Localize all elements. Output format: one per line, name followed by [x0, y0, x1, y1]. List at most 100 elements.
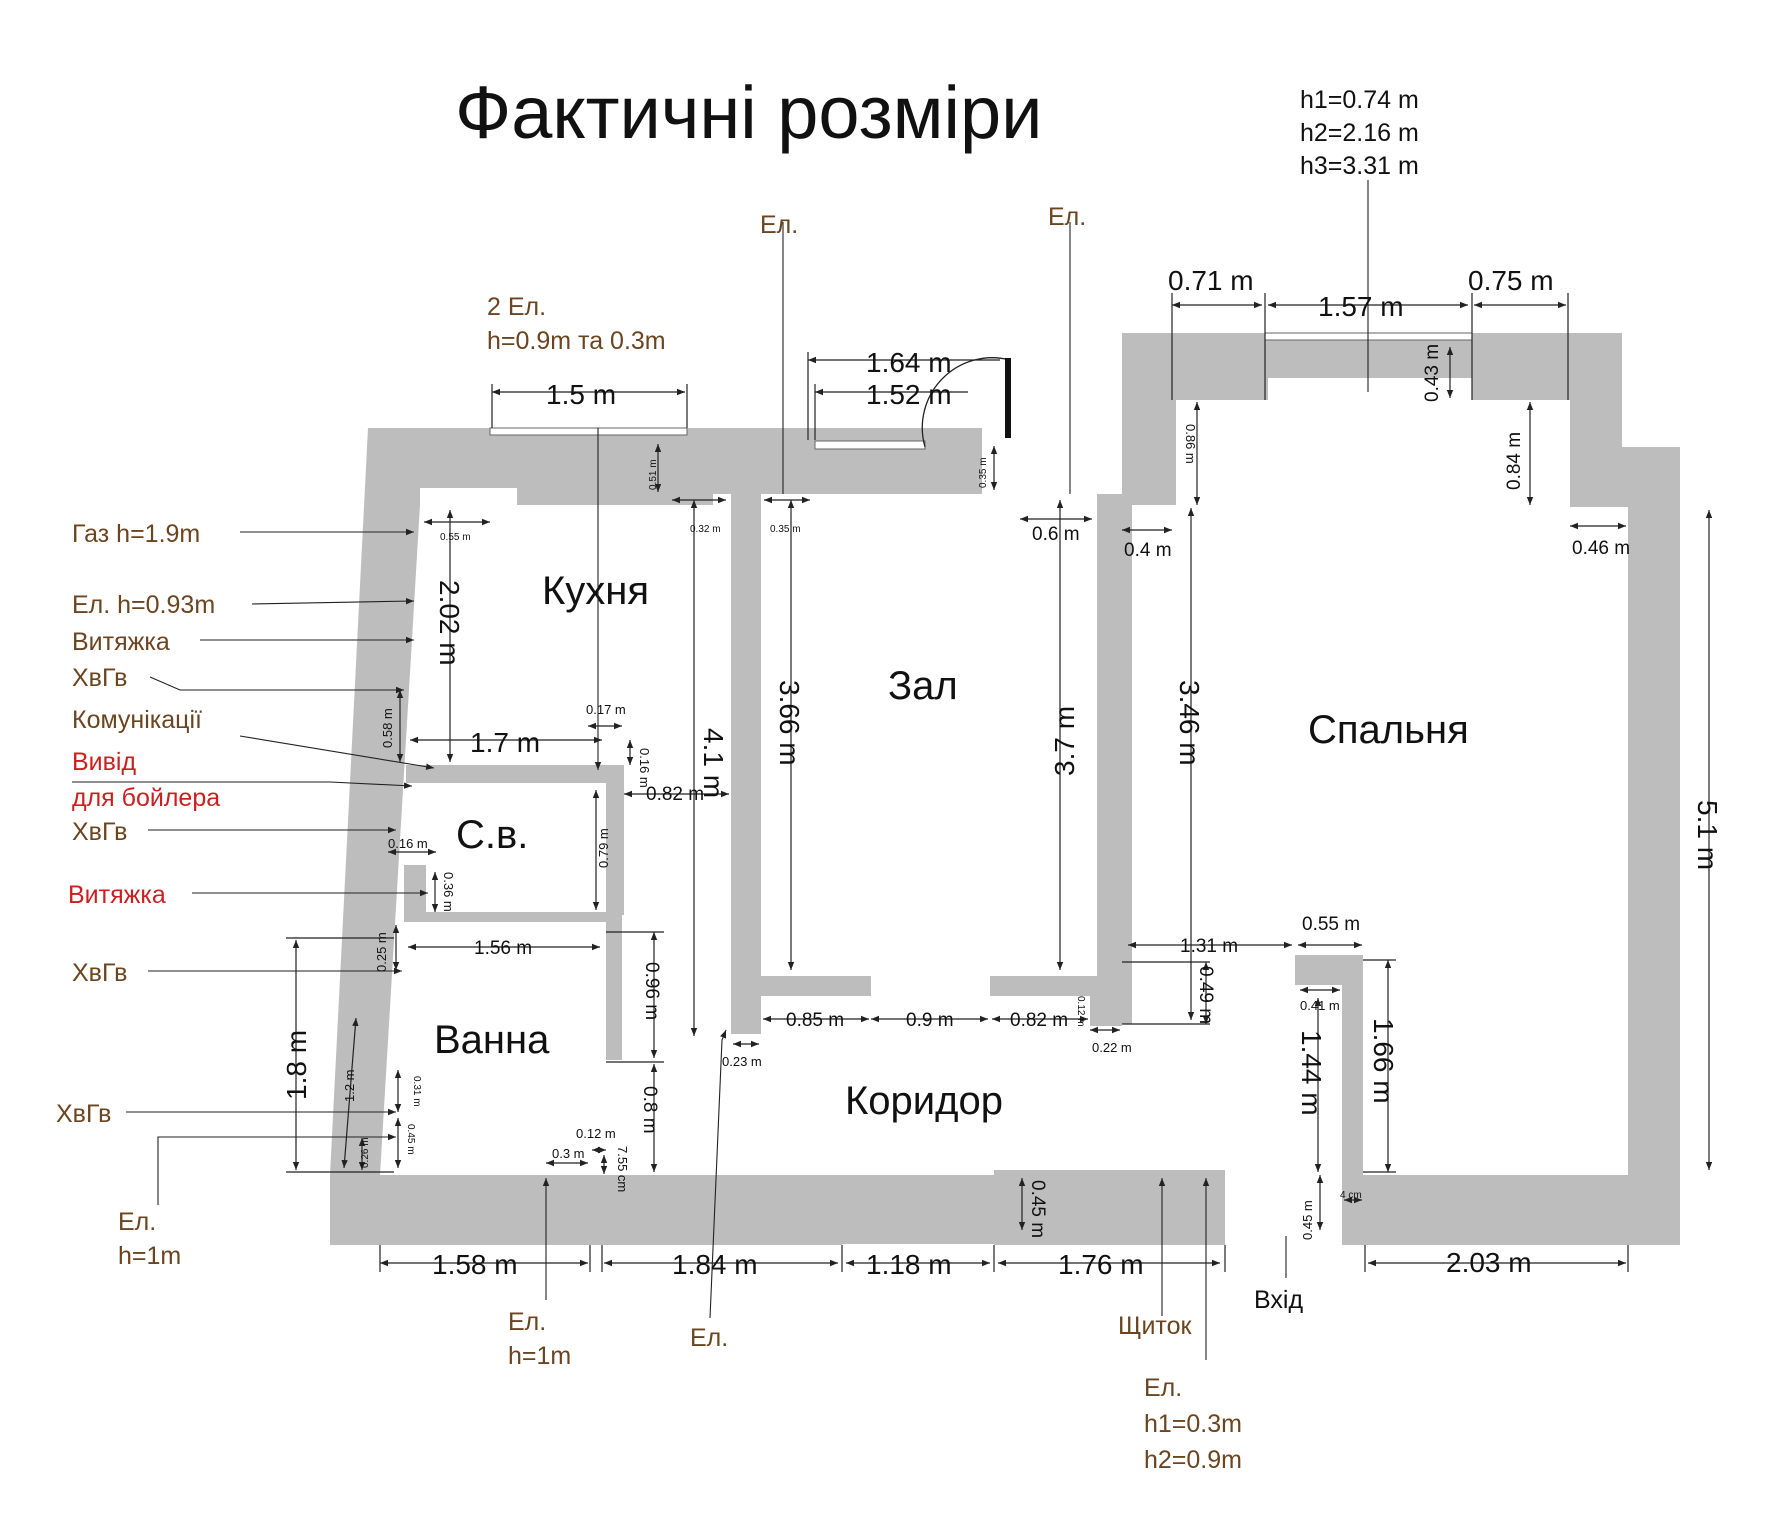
note-el-1m-left: Ел.: [118, 1208, 156, 1236]
wall-hall-bottom-stub: [1090, 996, 1122, 1026]
dimension-lines: [286, 180, 1713, 1272]
dim-label: 0.31 m: [411, 1076, 422, 1107]
dim-label: 1.64 m: [866, 347, 952, 378]
dim-label: 3.7 m: [1049, 706, 1080, 776]
dim-label: 0.75 m: [1468, 265, 1554, 296]
note-hood-kitchen: Витяжка: [72, 628, 170, 656]
room-kitchen: Кухня: [542, 569, 649, 613]
dim-label: 4 cm: [1340, 1190, 1362, 1201]
dim-label: 0.41 m: [1300, 998, 1340, 1013]
dim-label: 0.82 m: [1010, 1010, 1068, 1031]
wall-wc-niche: [404, 865, 426, 915]
dimension-labels: 0.71 m 1.57 m 0.75 m 0.43 m 1.64 m 1.52 …: [281, 265, 1723, 1280]
dim-label: 1.66 m: [1368, 1018, 1399, 1104]
note-entrance: Вхід: [1254, 1286, 1303, 1314]
dim-label: 0.22 m: [1092, 1040, 1132, 1055]
dim-label: 4.1 m: [698, 728, 729, 798]
dim-label: 0.35 m: [770, 524, 801, 535]
window-hall: [814, 440, 926, 450]
note-panel: Щиток: [1118, 1312, 1192, 1340]
wall-bedroom-bottom: [1342, 1175, 1680, 1245]
wall-west-slanted: [330, 428, 420, 1175]
dim-label: 1.2 m: [342, 1069, 357, 1102]
note-hvgv-wc: ХвГв: [72, 818, 127, 846]
dim-label: 0.58 m: [380, 708, 395, 748]
dim-label: 0.3 m: [552, 1146, 585, 1161]
dim-label: 0.12 m: [576, 1126, 616, 1141]
dim-label: 0.9 m: [906, 1010, 954, 1031]
note-el-1m-left-height: h=1m: [118, 1242, 181, 1270]
annotation-leaders: [72, 528, 1287, 1360]
dim-label: 3.46 m: [1174, 680, 1205, 766]
dim-label: 0.45 m: [1027, 1180, 1048, 1238]
note-el-bottom-right-h2: h2=0.9m: [1144, 1446, 1242, 1474]
note-el-top-right: Ел.: [1048, 203, 1086, 231]
dim-label: 0.55 m: [1302, 914, 1360, 935]
note-el-bottom-right-h1: h1=0.3m: [1144, 1410, 1242, 1438]
dim-label: 0.8 m: [639, 1086, 660, 1134]
dim-label: 1.57 m: [1318, 291, 1404, 322]
dim-label: 1.56 m: [474, 938, 532, 959]
dim-label: 1.31 m: [1180, 936, 1238, 957]
dim-label: 1.58 m: [432, 1249, 518, 1280]
dim-label: 1.5 m: [546, 379, 616, 410]
wall-bath-right: [606, 912, 622, 1060]
note-el-1m-bottom: Ел.: [508, 1308, 546, 1336]
note-two-el-heights: h=0.9m та 0.3m: [487, 327, 666, 355]
wall-hall-bottom-right: [990, 976, 1097, 996]
wall-bottom-left-lower: [330, 1175, 842, 1245]
note-el-093: Ел. h=0.93m: [72, 591, 215, 619]
room-wc: С.в.: [456, 813, 528, 857]
dim-label: 0.79 m: [596, 828, 611, 868]
dim-label: 0.4 m: [1124, 540, 1172, 561]
dim-label: 0.45 m: [1300, 1200, 1315, 1240]
dim-label: 2.03 m: [1446, 1247, 1532, 1278]
dim-label: 1.52 m: [866, 379, 952, 410]
dim-label: 0.17 m: [586, 702, 626, 717]
dim-label: 1.8 m: [281, 1030, 312, 1100]
dim-label: 0.35 m: [978, 457, 989, 488]
dim-label: 0.6 m: [1032, 524, 1080, 545]
dim-label: 1.44 m: [1296, 1030, 1327, 1116]
dim-label: 0.43 m: [1422, 344, 1443, 402]
dim-label: 0.55 m: [440, 532, 471, 543]
wall-hall-bedroom: [1097, 494, 1122, 1024]
note-hood-wc: Витяжка: [68, 881, 166, 909]
dim-label: 1.18 m: [866, 1249, 952, 1280]
note-two-el: 2 Ел.: [487, 293, 546, 321]
note-el-bottom-right: Ел.: [1144, 1374, 1182, 1402]
note-hvgv-kitchen: ХвГв: [72, 664, 127, 692]
note-hvgv-bath-top: ХвГв: [72, 959, 127, 987]
dim-label: 1.76 m: [1058, 1249, 1144, 1280]
wall-entrance-gap: [842, 1230, 994, 1244]
dim-label: 0.36 m: [441, 872, 456, 912]
dim-label: 0.71 m: [1168, 265, 1254, 296]
wall-panel-niche: [994, 1170, 1225, 1175]
dim-label: 0.84 m: [1504, 432, 1525, 490]
dim-label: 0.16 m: [388, 836, 428, 851]
wall-wc-bath: [404, 912, 606, 922]
dim-label: 0.85 m: [786, 1010, 844, 1031]
balcony-door-swing: [921, 357, 1011, 448]
dim-label: 0.82 m: [646, 784, 704, 805]
dim-label: 7.55 cm: [615, 1146, 630, 1192]
dim-label: 0.86 m: [1183, 424, 1198, 464]
dim-label: 0.16 m: [637, 748, 652, 788]
dim-label: 2.02 m: [434, 580, 465, 666]
dim-label: 0.25 m: [374, 932, 389, 972]
wall-kitchen-hall: [731, 494, 761, 1034]
window-heights-h1: h1=0.74 m: [1300, 86, 1419, 114]
dim-label: 0.49 m: [1195, 966, 1216, 1024]
note-el-1m-bottom-height: h=1m: [508, 1342, 571, 1370]
wall-bottom-right-lower: [994, 1175, 1225, 1245]
walls: [330, 333, 1680, 1245]
dim-label: 1.84 m: [672, 1249, 758, 1280]
wall-kitchen-wc: [406, 765, 624, 783]
window-heights-h3: h3=3.31 m: [1300, 152, 1419, 180]
dim-label: 3.66 m: [774, 680, 805, 766]
dim-label: 0.26 m: [360, 1137, 371, 1168]
window-kitchen: [489, 427, 688, 436]
note-gas: Газ h=1.9m: [72, 520, 200, 548]
room-hall: Зал: [888, 664, 958, 708]
